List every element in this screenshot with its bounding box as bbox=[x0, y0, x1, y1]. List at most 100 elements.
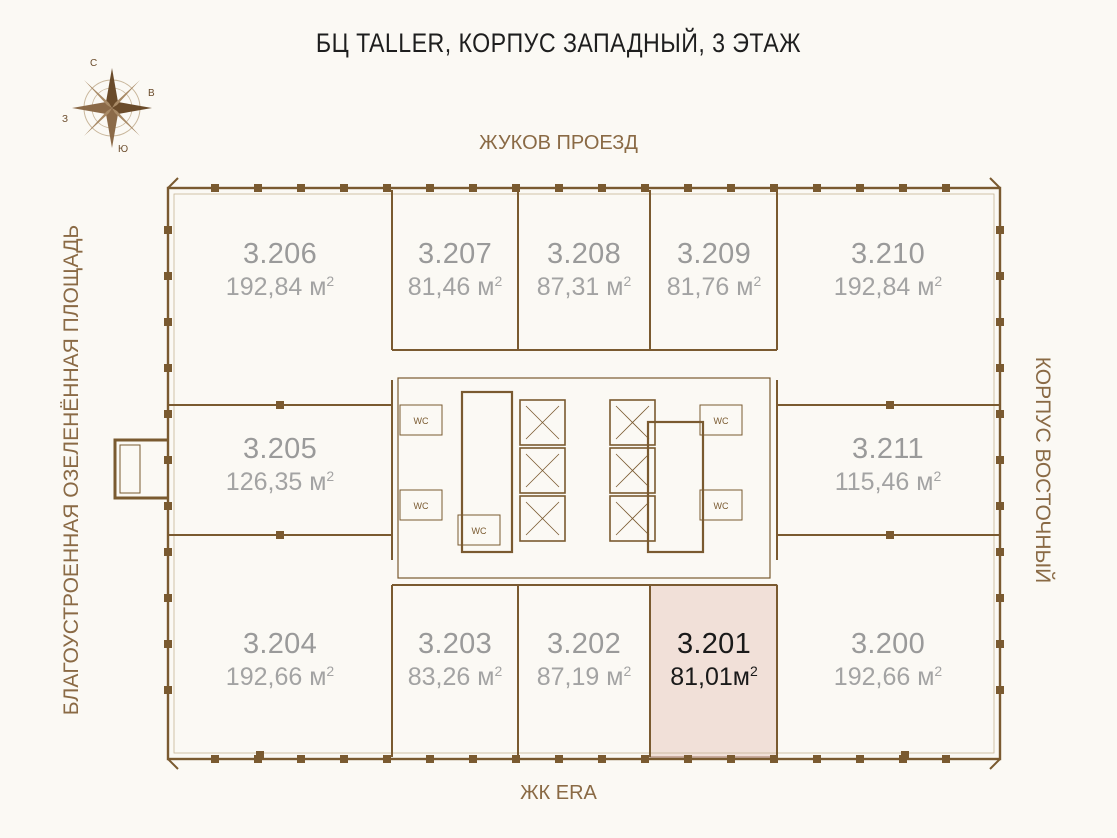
column-post bbox=[996, 548, 1004, 556]
column-post bbox=[813, 184, 821, 192]
unit-number: 3.201 bbox=[676, 628, 752, 660]
wc-room bbox=[399, 489, 443, 521]
column-post bbox=[383, 755, 391, 763]
column-post bbox=[164, 226, 172, 234]
column-post bbox=[512, 755, 520, 763]
unit-number: 3.205 bbox=[242, 433, 318, 465]
unit-area: 126,35 м2 bbox=[225, 468, 335, 496]
unit-number: 3.211 bbox=[852, 433, 924, 465]
column-post bbox=[996, 594, 1004, 602]
column-post bbox=[164, 364, 172, 372]
column-post bbox=[684, 755, 692, 763]
unit-area-sup: 2 bbox=[326, 273, 335, 289]
column-post bbox=[727, 184, 735, 192]
column-post bbox=[770, 184, 778, 192]
unit-area-sup: 2 bbox=[326, 663, 335, 679]
column-post bbox=[276, 401, 284, 409]
unit-area: 81,46 м2 bbox=[407, 273, 503, 301]
elevator-shaft bbox=[519, 495, 566, 542]
column-post bbox=[164, 502, 172, 510]
wc-room bbox=[457, 514, 501, 546]
corner-wall bbox=[989, 177, 1001, 189]
wc-room bbox=[699, 489, 743, 521]
column-post bbox=[276, 531, 284, 539]
elevator-shaft bbox=[519, 447, 566, 494]
elevator-cross bbox=[525, 405, 560, 440]
column-post bbox=[813, 755, 821, 763]
unit-label-3-210[interactable]: 3.210 192,84 м2 bbox=[803, 238, 973, 302]
column-post bbox=[598, 755, 606, 763]
unit-area-sup: 2 bbox=[623, 273, 632, 289]
corner-wall bbox=[167, 177, 179, 189]
unit-area: 192,66 м2 bbox=[225, 663, 335, 691]
compass-north: С bbox=[90, 58, 98, 69]
street-top: ЖУКОВ ПРОЕЗД bbox=[479, 132, 638, 154]
page-title: БЦ TALLER, КОРПУС ЗАПАДНЫЙ, 3 ЭТАЖ bbox=[315, 28, 802, 58]
unit-area-sup: 2 bbox=[753, 273, 762, 289]
column-post bbox=[641, 755, 649, 763]
column-post bbox=[254, 184, 262, 192]
unit-area-sup: 2 bbox=[326, 468, 335, 484]
elevator-cross bbox=[615, 501, 650, 536]
column-post bbox=[996, 410, 1004, 418]
unit-number: 3.210 bbox=[850, 238, 926, 270]
stairwell bbox=[646, 420, 705, 554]
wc-label: WC bbox=[414, 501, 429, 511]
column-post bbox=[426, 755, 434, 763]
unit-label-3-204[interactable]: 3.204 192,66 м2 bbox=[195, 628, 365, 692]
elevator-shaft bbox=[609, 495, 656, 542]
column-post bbox=[996, 226, 1004, 234]
column-post bbox=[297, 184, 305, 192]
column-post bbox=[555, 755, 563, 763]
unit-area: 87,19 м2 bbox=[536, 663, 632, 691]
column-post bbox=[996, 318, 1004, 326]
column-post bbox=[996, 272, 1004, 280]
compass-east: В bbox=[148, 88, 155, 99]
unit-area: 192,84 м2 bbox=[225, 273, 335, 301]
column-post bbox=[899, 184, 907, 192]
column-post bbox=[211, 755, 219, 763]
unit-area: 115,46 м2 bbox=[834, 468, 942, 496]
unit-number: 3.202 bbox=[546, 628, 622, 660]
column-post bbox=[383, 184, 391, 192]
column-post bbox=[340, 184, 348, 192]
unit-area: 81,76 м2 bbox=[666, 273, 762, 301]
unit-area: 81,01м2 bbox=[670, 663, 758, 691]
unit-area: 87,31 м2 bbox=[536, 273, 632, 301]
unit-area-sup: 2 bbox=[494, 663, 503, 679]
compass-south: Ю bbox=[118, 144, 129, 155]
unit-number: 3.209 bbox=[676, 238, 752, 270]
unit-area: 192,84 м2 bbox=[833, 273, 943, 301]
column-post bbox=[256, 751, 264, 759]
wc-label: WC bbox=[472, 526, 487, 536]
unit-label-3-201[interactable]: 3.201 81,01м2 bbox=[629, 628, 799, 692]
column-post bbox=[297, 755, 305, 763]
unit-label-3-202[interactable]: 3.202 87,19 м2 bbox=[499, 628, 669, 692]
wc-label: WC bbox=[714, 501, 729, 511]
compass-rose-icon: С В Ю З bbox=[62, 58, 162, 158]
column-post bbox=[164, 410, 172, 418]
unit-label-3-205[interactable]: 3.205 126,35 м2 bbox=[195, 433, 365, 497]
unit-label-3-209[interactable]: 3.209 81,76 м2 bbox=[629, 238, 799, 302]
inner-wall bbox=[173, 193, 995, 754]
unit-number: 3.200 bbox=[850, 628, 926, 660]
unit-number: 3.204 bbox=[242, 628, 318, 660]
core-outline bbox=[397, 377, 771, 579]
unit-number: 3.207 bbox=[417, 238, 493, 270]
entrance-wall bbox=[113, 438, 168, 500]
column-post bbox=[641, 184, 649, 192]
column-post bbox=[164, 272, 172, 280]
elevator-cross bbox=[615, 453, 650, 488]
column-post bbox=[942, 755, 950, 763]
unit-area-sup: 2 bbox=[623, 663, 632, 679]
column-post bbox=[727, 755, 735, 763]
column-post bbox=[340, 755, 348, 763]
unit-label-3-207[interactable]: 3.207 81,46 м2 bbox=[370, 238, 540, 302]
unit-label-3-211[interactable]: 3.211 115,46 м2 bbox=[803, 433, 973, 497]
column-post bbox=[886, 531, 894, 539]
